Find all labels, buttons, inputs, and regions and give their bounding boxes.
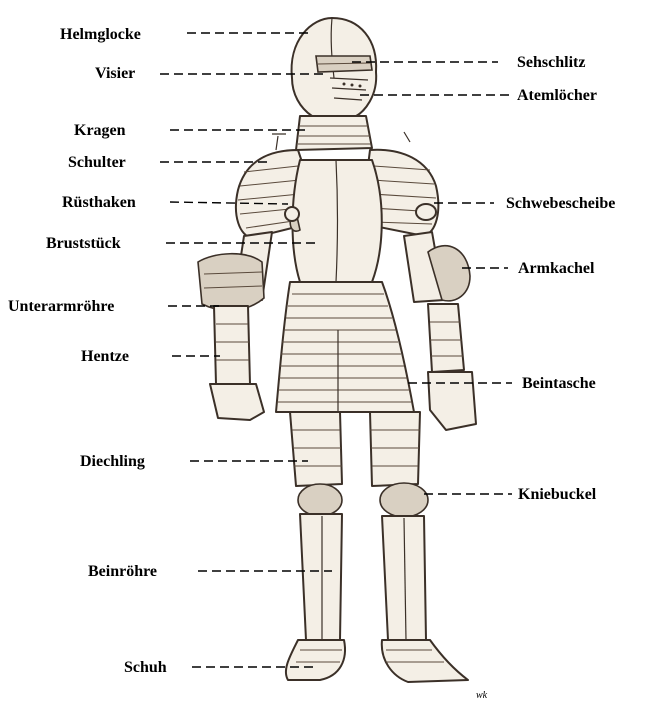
label-visier: Visier <box>95 65 135 82</box>
label-sehschlitz: Sehschlitz <box>517 54 585 71</box>
label-helmglocke: Helmglocke <box>60 26 141 43</box>
label-unterarmroehre: Unterarmröhre <box>8 298 114 315</box>
besague-disc <box>416 204 436 220</box>
label-schulter: Schulter <box>68 154 126 171</box>
label-armkachel: Armkachel <box>518 260 595 277</box>
label-schwebescheibe: Schwebescheibe <box>506 195 615 212</box>
label-schuh: Schuh <box>124 659 167 676</box>
breastplate <box>285 160 382 282</box>
label-kniebuckel: Kniebuckel <box>518 486 597 503</box>
leg-right <box>370 412 468 682</box>
label-atemloecher: Atemlöcher <box>517 87 597 104</box>
label-kragen: Kragen <box>74 122 126 139</box>
artist-mark: wk <box>476 690 488 701</box>
tassets <box>276 282 414 412</box>
arm-left <box>198 232 272 420</box>
arm-right <box>404 232 476 430</box>
label-hentze: Hentze <box>81 348 129 365</box>
armor-illustration: wk <box>198 18 488 701</box>
label-beinroehre: Beinröhre <box>88 563 157 580</box>
label-bruststueck: Bruststück <box>46 235 121 252</box>
gorget <box>296 116 372 150</box>
label-ruesthaken: Rüsthaken <box>62 194 136 211</box>
label-diechling: Diechling <box>80 453 145 470</box>
label-beintasche: Beintasche <box>522 375 596 392</box>
leg-left <box>286 412 345 680</box>
